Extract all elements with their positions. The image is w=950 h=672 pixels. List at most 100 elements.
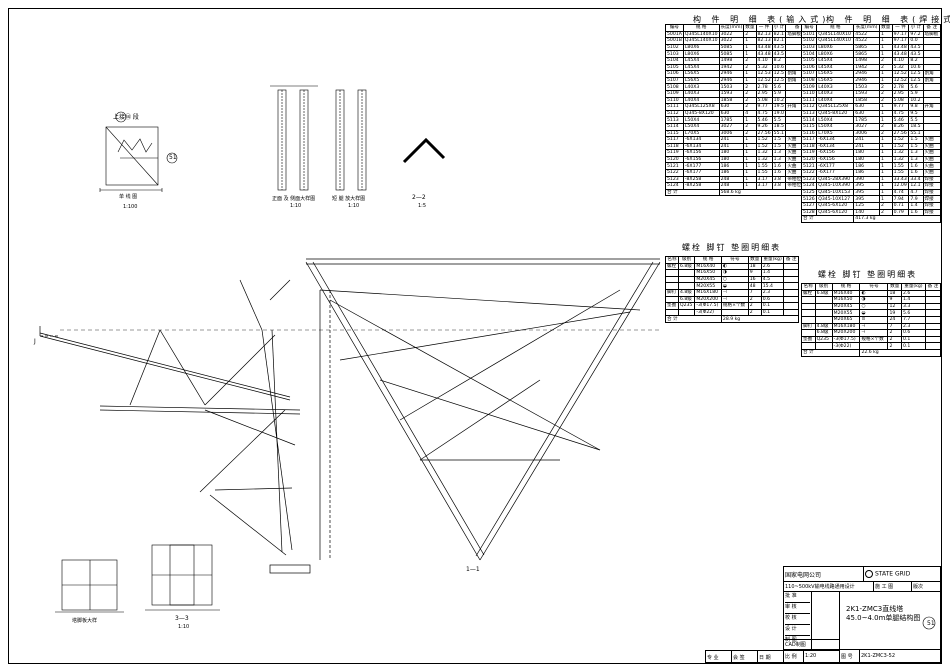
table-cell: 1498 xyxy=(718,56,745,65)
col-header: 名称 xyxy=(801,283,816,291)
table-cell: 2.6 xyxy=(901,289,926,298)
plan-label: 上接⑭ 段 xyxy=(113,114,139,121)
table-cell xyxy=(801,296,816,304)
table-cell: 1.3 xyxy=(771,149,787,157)
table-cell: ⊣ xyxy=(720,288,749,297)
table-cell: 1593 xyxy=(718,89,745,98)
table-cell: 割角 xyxy=(922,70,942,78)
table-cell: 5.6 xyxy=(771,83,787,91)
table-cell: 7 xyxy=(887,322,903,331)
col-header: 编号 xyxy=(800,24,818,32)
table-cell: L50X4 xyxy=(816,116,855,124)
table-cell: 5123 xyxy=(665,175,684,184)
table-cell: 5.9 xyxy=(908,89,924,98)
table-cell: 4.74 xyxy=(891,188,910,197)
table-cell: 5.5 xyxy=(771,116,787,124)
table-cell: -6X134 xyxy=(816,142,855,151)
table-cell: 1785 xyxy=(853,116,880,124)
table-cell: L80X6 xyxy=(816,43,855,52)
table-cell: 1.52 xyxy=(755,136,773,144)
detail-view-a xyxy=(270,85,318,191)
table-cell: 12.5 xyxy=(908,76,924,85)
table-cell: 1 xyxy=(743,175,757,184)
table-cell: 4522 xyxy=(853,37,880,45)
col-header: 小 计 xyxy=(908,24,924,32)
table-cell: 5109 xyxy=(800,83,818,91)
table-cell: 1593 xyxy=(853,89,880,98)
table-cell: -6X156 xyxy=(816,155,855,164)
table-cell: Q345L140X10 xyxy=(816,30,855,39)
total-label: 合 计 xyxy=(800,348,861,357)
table-cell: -6X134 xyxy=(816,136,855,144)
table-cell: 2 xyxy=(743,89,757,98)
table-cell: 1.52 xyxy=(891,136,910,144)
table-cell: 1 xyxy=(878,155,893,164)
table-cell: 8.26 xyxy=(891,122,910,131)
table-cell: 5085 xyxy=(718,43,745,52)
plan-callout-circle xyxy=(166,152,178,164)
table-cell: 1 xyxy=(878,175,893,184)
table-cell: 5108 xyxy=(665,83,684,91)
table-cell: 1 xyxy=(743,136,757,144)
table-cell: 5104 xyxy=(800,50,818,58)
version-label: 版次 xyxy=(913,584,924,590)
table-cell: 5113 xyxy=(800,109,818,118)
table-cell: 5104 xyxy=(665,56,684,65)
table-cell: 火曲 xyxy=(922,136,942,144)
table-cell: 7.7 xyxy=(901,315,926,324)
table-cell: ◒ xyxy=(859,309,889,317)
table-cell: 5124 xyxy=(800,182,818,190)
table-cell: L45X4 xyxy=(682,56,720,65)
table-cell xyxy=(677,275,696,284)
table-cell: 241 xyxy=(853,142,880,151)
table-cell: 焊接 xyxy=(922,175,942,184)
table-cell: 5106 xyxy=(800,63,818,72)
table-cell: 2946 xyxy=(718,70,745,78)
table-cell xyxy=(922,109,942,118)
section-1-1-label: 1—1 xyxy=(466,566,480,573)
col-header: 级别 xyxy=(814,283,833,291)
table-cell: -6X156 xyxy=(682,149,720,157)
table-cell: M20X200 xyxy=(694,295,722,304)
table-cell: 5118 xyxy=(665,142,684,151)
table-cell xyxy=(783,295,799,304)
table-cell: 脚钉 xyxy=(801,322,816,331)
table-cell: 0.1 xyxy=(760,302,785,310)
table-cell xyxy=(922,50,942,58)
table-cell: 5.9 xyxy=(771,89,787,98)
table-cell xyxy=(924,289,942,298)
table-cell xyxy=(783,308,799,317)
table-cell: 43.48 xyxy=(891,50,910,58)
table-cell: 33.43 xyxy=(891,175,910,184)
table-cell: 9.5 xyxy=(908,109,924,118)
table-cell: ○ xyxy=(859,302,889,311)
table-cell: 火曲 xyxy=(922,162,942,171)
footer-cell: 日 期 xyxy=(759,655,771,661)
plan-caption: 单 线 图 xyxy=(119,194,138,200)
table-cell: 1 xyxy=(878,37,893,45)
table-cell: 1.3 xyxy=(908,155,924,164)
col-header: 备 注 xyxy=(783,256,799,264)
table-cell: 1 xyxy=(743,43,757,52)
table-cell: 19.0 xyxy=(771,109,787,118)
table-cell: 螺栓 xyxy=(801,289,816,298)
table-cell: 186 xyxy=(718,162,745,171)
table-cell: 5103 xyxy=(665,50,684,58)
table-cell: 186 xyxy=(718,169,745,177)
table-cell: 5.08 xyxy=(891,96,910,105)
table-cell: 5106 xyxy=(665,70,684,78)
table-cell: 630 xyxy=(718,109,745,118)
col-header: 规 格 xyxy=(694,256,722,264)
table-cell: 5112 xyxy=(800,103,818,111)
drawing-title: 2K1-ZMC3直线塔 45.0~4.0m单腿结构图 xyxy=(846,605,921,622)
